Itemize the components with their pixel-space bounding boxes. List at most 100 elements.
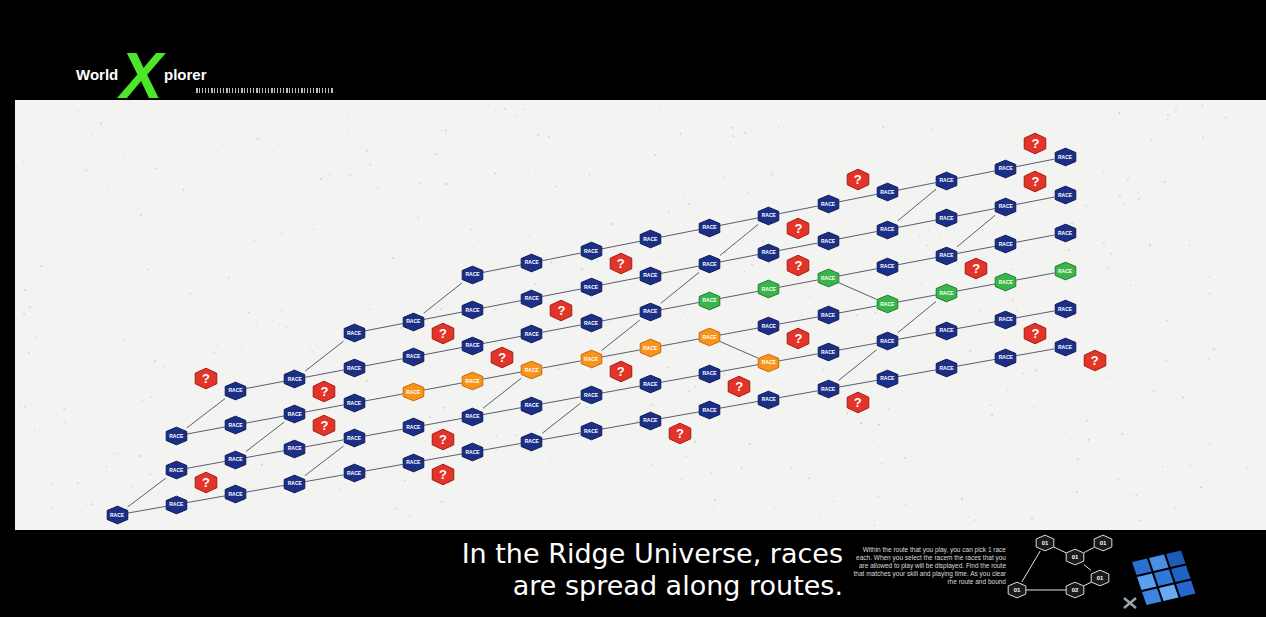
- speckle: [1146, 373, 1148, 375]
- speckle: [535, 283, 537, 285]
- speckle: [1128, 418, 1130, 420]
- node-text: RACE: [288, 481, 302, 486]
- node-text: RACE: [347, 366, 361, 371]
- speckle: [309, 349, 310, 350]
- hex-shape: [166, 496, 187, 514]
- hex-shape: [1036, 535, 1054, 551]
- hex-shape: [936, 172, 957, 190]
- speckle: [1165, 478, 1166, 479]
- speckle: [877, 496, 878, 497]
- barcode-bar: [241, 88, 243, 93]
- barcode-bar: [301, 88, 303, 93]
- speckle: [1137, 193, 1138, 194]
- hex-shape: [995, 349, 1016, 367]
- node-text: RACE: [584, 321, 598, 326]
- hex-shape: [521, 290, 542, 308]
- speckle: [585, 452, 586, 453]
- node-text: RACE: [821, 276, 835, 281]
- race-hex: RACE: [936, 359, 957, 377]
- node-text: RACE: [1058, 231, 1072, 236]
- hex-shape: [758, 354, 779, 372]
- speckle: [279, 490, 280, 491]
- speckle: [748, 192, 749, 193]
- node-text: RACE: [643, 346, 657, 351]
- speckle: [67, 289, 68, 290]
- node-text: RACE: [1058, 193, 1072, 198]
- route-line: [898, 257, 936, 264]
- hex-shape: [995, 198, 1016, 216]
- speckle: [1001, 333, 1002, 334]
- barcode-bar: [289, 88, 290, 93]
- speckle: [1246, 467, 1247, 468]
- mystery-hex: ?: [728, 376, 750, 397]
- route-line: [483, 265, 521, 273]
- mystery-hex: ?: [787, 328, 809, 349]
- race-hex: RACE: [995, 235, 1016, 253]
- speckle: [914, 483, 915, 484]
- speckle: [228, 277, 230, 279]
- speckle: [874, 312, 876, 314]
- speckle: [132, 486, 133, 487]
- hex-shape: [995, 273, 1016, 291]
- node-text: ?: [202, 372, 210, 385]
- node-text: RACE: [1058, 269, 1072, 274]
- route-line: [839, 269, 877, 276]
- speckle: [1106, 408, 1107, 409]
- route-line: [898, 302, 936, 333]
- hex-shape: [344, 464, 365, 482]
- speckle: [912, 449, 913, 450]
- speckle: [279, 145, 280, 146]
- speckle: [471, 229, 473, 231]
- speckle: [516, 115, 517, 116]
- mystery-hex: ?: [847, 169, 869, 190]
- speckle: [1088, 439, 1090, 441]
- speckle: [190, 507, 191, 508]
- route-line: [424, 454, 462, 461]
- race-hex: RACE: [225, 451, 246, 469]
- speckle: [683, 312, 684, 313]
- speckle: [51, 483, 53, 485]
- speckle: [222, 277, 223, 278]
- barcode-bar: [250, 88, 251, 93]
- hex-shape: [581, 242, 602, 260]
- route-line: [661, 412, 699, 419]
- node-text: RACE: [288, 446, 302, 451]
- speckle: [1031, 517, 1033, 519]
- speckle: [723, 177, 725, 179]
- race-hex: RACE: [462, 443, 483, 461]
- speckle: [24, 406, 26, 408]
- speckle: [485, 362, 486, 363]
- speckle: [369, 309, 370, 310]
- speckle: [23, 313, 25, 315]
- route-line: [246, 485, 284, 492]
- speckle: [257, 138, 259, 140]
- speckle: [888, 408, 890, 410]
- route-line: [839, 306, 877, 313]
- hex-shape: [551, 300, 573, 321]
- hex-shape: [1055, 300, 1076, 318]
- hex-shape: [491, 347, 513, 368]
- race-hex: RACE: [995, 160, 1016, 178]
- barcode-bar: [325, 88, 326, 93]
- barcode-bar: [229, 88, 230, 93]
- speckle: [1200, 341, 1202, 343]
- speckle: [1011, 268, 1012, 269]
- speckle: [854, 245, 856, 247]
- route-line: [305, 440, 343, 447]
- route-line: [305, 475, 343, 482]
- speckle: [255, 322, 256, 323]
- speckle: [929, 469, 930, 470]
- speckle: [1083, 506, 1084, 507]
- speckle: [456, 476, 458, 478]
- race-hex: RACE: [640, 267, 661, 285]
- barcode-bar: [265, 88, 266, 93]
- hex-shape: [1055, 262, 1076, 280]
- speckle: [712, 505, 713, 506]
- speckle: [937, 407, 939, 409]
- speckle: [255, 426, 256, 427]
- race-hex: RACE: [936, 172, 957, 190]
- green-route-hex: RACE: [995, 273, 1016, 291]
- speckle: [1215, 373, 1217, 375]
- route-line: [1016, 197, 1054, 204]
- speckle: [969, 350, 971, 352]
